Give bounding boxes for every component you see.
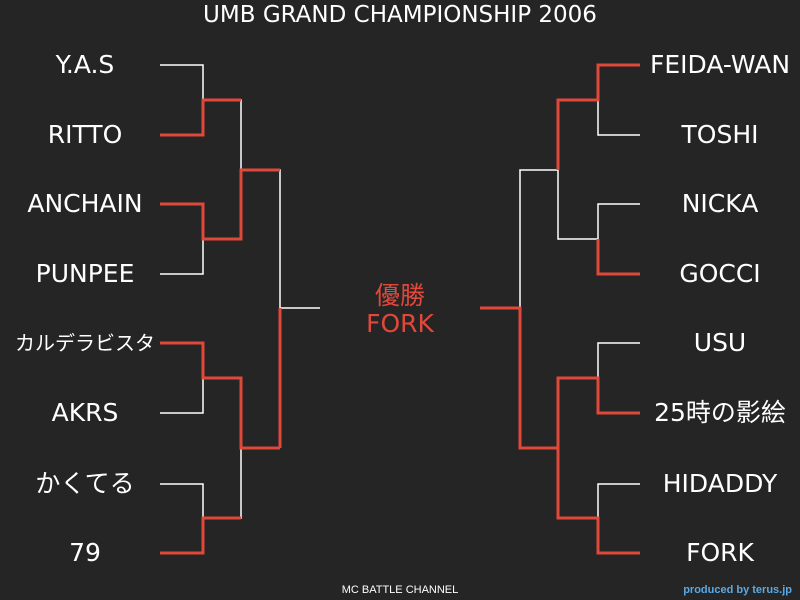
right-player-3: NICKA <box>681 189 759 218</box>
left-player-6: AKRS <box>51 398 119 427</box>
right-player-2: TOSHI <box>681 120 759 149</box>
left-player-2: RITTO <box>47 120 123 149</box>
left-win-ritto <box>160 98 241 137</box>
right-player-8: FORK <box>686 538 754 567</box>
left-player-8: 79 <box>69 538 101 567</box>
champion-heading: 優勝 <box>374 281 425 310</box>
left-line-akrs <box>160 378 204 414</box>
left-player-1: Y.A.S <box>55 50 115 79</box>
right-win-feidawan <box>556 63 640 170</box>
left-win-79 <box>160 516 241 555</box>
right-player-5: USU <box>693 328 747 357</box>
right-win-gocci <box>596 239 640 276</box>
right-line-r2-bottom <box>557 448 598 519</box>
right-line-hidaddy <box>597 483 640 518</box>
right-win-fork <box>480 306 640 555</box>
left-player-4: PUNPEE <box>35 259 135 288</box>
left-player-3: ANCHAIN <box>27 189 143 218</box>
right-line-r2-top <box>557 170 598 240</box>
right-line-toshi <box>597 100 640 136</box>
left-line-r2-top <box>203 99 242 170</box>
right-line-nicka <box>597 203 640 239</box>
left-line-final <box>241 169 320 309</box>
left-player-7: かくてる <box>35 469 135 498</box>
left-line-punpee <box>160 239 204 275</box>
right-line-usu <box>597 342 640 378</box>
right-player-6: 25時の影絵 <box>654 398 786 427</box>
right-player-1: FEIDA-WAN <box>649 50 791 79</box>
bracket-title: UMB GRAND CHAMPIONSHIP 2006 <box>203 2 597 28</box>
right-player-4: GOCCI <box>679 259 761 288</box>
right-player-7: HIDADDY <box>662 469 778 498</box>
right-win-25ji <box>556 376 640 448</box>
left-line-kakuteru <box>160 483 204 518</box>
champion-name: FORK <box>366 309 434 338</box>
footer-channel: MC BATTLE CHANNEL <box>341 584 459 596</box>
left-win-calderavista <box>160 341 280 450</box>
left-win-anchain <box>160 168 280 241</box>
credit-link[interactable]: produced by terus.jp <box>683 584 792 596</box>
right-line-semifinal <box>519 169 558 308</box>
left-line-r2-bottom <box>203 448 242 519</box>
left-line-yas <box>160 64 204 100</box>
left-player-5: カルデラビスタ <box>15 331 155 355</box>
